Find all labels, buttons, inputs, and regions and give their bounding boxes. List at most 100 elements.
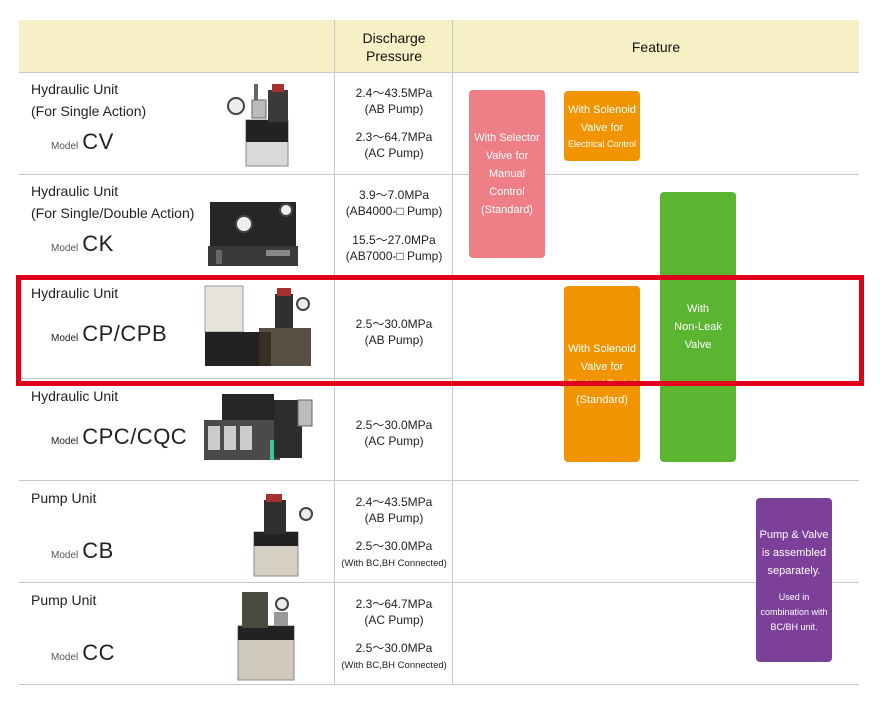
feature-solenoid-valve: With Solenoid Valve for Electrical Contr… [564, 91, 640, 161]
pressure-value: 2.3～64.7MPa [355, 130, 433, 144]
feature-line: Non-Leak [674, 321, 722, 333]
title-line: (For Single Action) [31, 103, 147, 119]
row-title-cc: Pump Unit [31, 589, 96, 611]
pressure-value: 2.5～30.0MPa [355, 317, 433, 331]
pressure-note: (AB Pump) [364, 333, 424, 347]
title-line: Pump Unit [31, 592, 97, 608]
feature-line: With [687, 303, 709, 315]
pressure-value: 2.4～43.5MPa [355, 495, 433, 509]
feature-pump-valve-separate: Pump & Valve is assembled separately. Us… [756, 498, 832, 662]
feature-line: (Standard) [481, 204, 533, 216]
pressure-note: (AC Pump) [364, 434, 424, 448]
pressure-note: (AC Pump) [364, 146, 424, 160]
feature-solenoid-valve-standard: With Solenoid Valve for Electrical Contr… [564, 286, 640, 462]
row-title-ck: Hydraulic Unit (For Single/Double Action… [31, 180, 194, 224]
row-title-cpc: Hydraulic Unit [31, 385, 118, 407]
pressure-ck-1: 3.9～7.0MPa (AB4000-□ Pump) [336, 187, 452, 219]
feature-note: combination with [760, 606, 828, 617]
cc-unit-image [237, 592, 295, 681]
feature-line: With Selector [474, 132, 540, 144]
model-label: Model [51, 141, 79, 152]
feature-line: Valve for [580, 360, 624, 373]
pressure-cv-1: 2.4～43.5MPa (AB Pump) [336, 85, 452, 117]
row-title-cb: Pump Unit [31, 487, 96, 509]
pressure-cc-1: 2.3～64.7MPa (AC Pump) [336, 596, 452, 628]
model-name: CPC/CQC [82, 424, 188, 449]
pressure-ck-2: 15.5～27.0MPa (AB7000-□ Pump) [336, 232, 452, 264]
row-divider [19, 72, 859, 73]
pressure-value: 3.9～7.0MPa [358, 188, 430, 202]
pressure-note: (With BC,BH Connected) [341, 660, 447, 671]
model-name: CK [82, 231, 114, 256]
model-label: Model [51, 550, 79, 561]
pressure-cc-2: 2.5～30.0MPa (With BC,BH Connected) [336, 640, 452, 674]
row-divider [19, 174, 859, 175]
title-line: (For Single/Double Action) [31, 205, 195, 221]
feature-note: BC/BH unit. [770, 621, 818, 632]
row-title-cp: Hydraulic Unit [31, 282, 118, 304]
row-divider [19, 684, 859, 685]
pressure-note: (AC Pump) [364, 613, 424, 627]
pressure-note: (With BC,BH Connected) [341, 558, 447, 569]
row-divider [19, 378, 453, 379]
pressure-value: 2.4～43.5MPa [355, 86, 433, 100]
model-label: Model [51, 652, 79, 663]
feature-note: Used in [778, 591, 810, 602]
pressure-cpc-1: 2.5～30.0MPa (AC Pump) [336, 417, 452, 449]
pressure-note: (AB4000-□ Pump) [345, 204, 443, 218]
header-discharge-pressure: Discharge Pressure [362, 30, 426, 64]
pressure-cb-2: 2.5～30.0MPa (With BC,BH Connected) [336, 538, 452, 572]
model-label: Model [51, 333, 79, 344]
column-divider [452, 20, 453, 684]
model-name: CB [82, 538, 114, 563]
feature-line: Valve [684, 339, 712, 351]
model-label: Model [51, 436, 79, 447]
feature-line: (Standard) [576, 393, 628, 406]
feature-line: Manual [488, 168, 526, 180]
pressure-value: 2.3～64.7MPa [355, 597, 433, 611]
feature-line: With Solenoid [568, 103, 636, 116]
feature-line: separately. [767, 564, 821, 577]
header-feature: Feature [631, 39, 681, 55]
feature-line: Valve for [485, 150, 529, 162]
pressure-value: 2.5～30.0MPa [355, 418, 433, 432]
pressure-value: 15.5～27.0MPa [352, 233, 436, 247]
feature-line: is assembled [761, 546, 827, 559]
feature-selector-valve: With Selector Valve for Manual Control (… [469, 90, 545, 258]
pressure-cv-2: 2.3～64.7MPa (AC Pump) [336, 129, 452, 161]
feature-line: Valve for [580, 121, 624, 134]
pressure-note: (AB7000-□ Pump) [345, 249, 443, 263]
feature-line: Control [489, 186, 525, 198]
feature-line: Pump & Valve [759, 528, 829, 541]
pressure-value: 2.5～30.0MPa [355, 539, 433, 553]
feature-nonleak-valve: With Non-Leak Valve [660, 192, 736, 462]
pressure-note: (AB Pump) [364, 102, 424, 116]
row-divider [19, 480, 859, 481]
pressure-note: (AB Pump) [364, 511, 424, 525]
row-divider [19, 582, 859, 583]
row-title-cv: Hydraulic Unit (For Single Action) [31, 78, 146, 122]
ck-unit-image [208, 202, 298, 266]
feature-line: Electrical Control [567, 138, 637, 149]
model-name: CV [82, 129, 114, 154]
title-line: Hydraulic Unit [31, 388, 119, 404]
title-line: Pump Unit [31, 490, 97, 506]
title-line: Hydraulic Unit [31, 81, 119, 97]
pressure-cp-1: 2.5～30.0MPa (AB Pump) [336, 316, 452, 348]
pressure-value: 2.5～30.0MPa [355, 641, 433, 655]
cv-unit-image [227, 84, 289, 167]
cpc-unit-image [204, 394, 313, 460]
cb-unit-image [253, 494, 313, 577]
column-divider [334, 20, 335, 684]
pressure-cb-1: 2.4～43.5MPa (AB Pump) [336, 494, 452, 526]
feature-line: With Solenoid [568, 342, 636, 355]
cp-unit-image [204, 285, 311, 366]
model-name: CC [82, 640, 116, 665]
highlight-frame [16, 275, 864, 386]
